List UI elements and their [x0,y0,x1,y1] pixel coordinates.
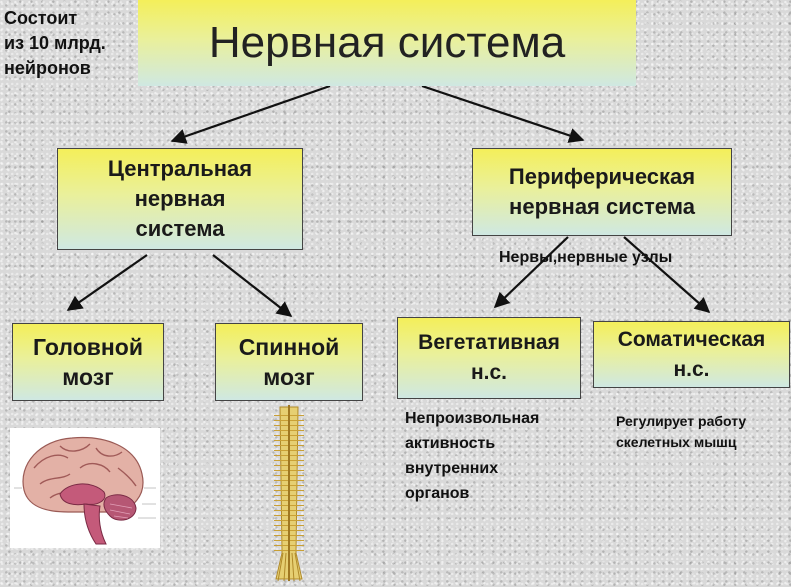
vegetative-description-line: активность [405,435,496,452]
arrow-to-somatic [623,236,711,314]
arrow-to-central [170,84,331,144]
vegetative-description: Непроизвольная активность внутренних орг… [405,406,539,506]
brain-image [10,428,160,548]
central-nervous-system-box: Центральная нервная система [57,148,303,250]
vegetative-ns-box: Вегетативная н.с. [397,317,581,399]
somatic-label-line: Соматическая [617,327,766,351]
spinal-cord-image [274,405,304,582]
arrow-to-brain [66,254,148,311]
spinal-label-line: мозг [263,364,315,390]
somatic-ns-box: Соматическая н.с. [593,321,790,388]
nerves-note: Нервы,нервные узлы [499,249,673,266]
vegetative-label-line: н.с. [470,361,508,384]
central-label-line: система [135,216,225,241]
vegetative-description-line: внутренних [405,460,499,477]
spinal-cord-box: Спинной мозг [215,323,363,401]
vegetative-description-line: органов [405,485,470,502]
somatic-description: Регулирует работу скелетных мышц [616,411,746,453]
central-label-line: нервная [134,186,226,211]
arrow-to-peripheral [421,84,585,143]
somatic-description-line: скелетных мышц [616,434,737,450]
neurons-note-line: нейронов [4,58,91,78]
brain-label-line: мозг [62,364,114,390]
somatic-description-line: Регулирует работу [616,413,747,429]
neurons-note: Состоит из 10 млрд. нейронов [4,6,106,81]
peripheral-nervous-system-box: Периферическая нервная система [472,148,732,236]
arrow-to-vegetative [493,236,569,309]
central-label-line: Центральная [107,156,253,181]
diagram-title: Нервная система [208,18,566,67]
brain-box: Головной мозг [12,323,164,401]
peripheral-label-line: Периферическая [508,164,696,189]
peripheral-label-line: нервная система [509,194,695,219]
spinal-label-line: Спинной [238,334,340,360]
title-box: Нервная система [138,0,636,86]
somatic-label-line: н.с. [673,357,710,381]
brain-label-line: Головной [33,334,143,360]
neurons-note-line: из 10 млрд. [4,33,106,53]
neurons-note-line: Состоит [4,8,78,28]
vegetative-label-line: Вегетативная [418,331,560,354]
vegetative-description-line: Непроизвольная [405,410,540,427]
arrow-to-spinal [212,254,293,317]
